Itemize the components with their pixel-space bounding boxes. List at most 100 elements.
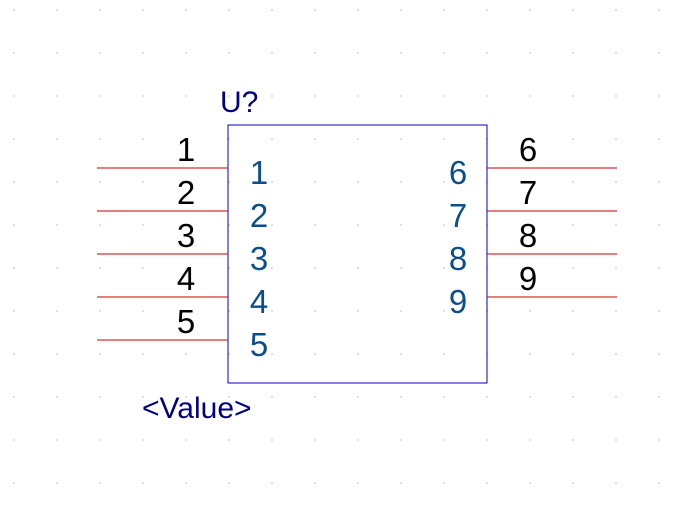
grid-dot [572,267,574,269]
grid-dot [486,9,488,11]
grid-dot [314,482,316,484]
grid-dot [99,439,101,441]
grid-dot [400,95,402,97]
grid-dot [357,52,359,54]
grid-dot [99,138,101,140]
grid-dots [13,9,660,484]
grid-dot [658,439,660,441]
grid-dot [443,181,445,183]
pin-3-number: 3 [177,217,195,254]
grid-dot [13,482,15,484]
grid-dot [486,52,488,54]
pin-6-number: 6 [519,131,537,168]
pin-8-number: 8 [519,217,537,254]
grid-dot [271,482,273,484]
grid-dot [13,9,15,11]
grid-dot [314,95,316,97]
grid-dot [99,181,101,183]
component-value[interactable]: <Value> [142,392,252,425]
grid-dot [658,95,660,97]
grid-dot [99,52,101,54]
pin-5[interactable]: 55 [97,303,268,363]
pin-9-number: 9 [519,260,537,297]
pin-4[interactable]: 44 [97,260,268,320]
pin-6-name: 6 [449,154,467,191]
grid-dot [228,396,230,398]
grid-dot [99,353,101,355]
grid-dot [443,95,445,97]
grid-dot [56,95,58,97]
grid-dot [400,310,402,312]
grid-dot [572,181,574,183]
grid-dot [658,396,660,398]
grid-dot [271,52,273,54]
pin-8[interactable]: 88 [449,217,617,277]
grid-dot [142,138,144,140]
grid-dot [185,267,187,269]
grid-dot [185,482,187,484]
grid-dot [185,138,187,140]
grid-dot [99,396,101,398]
grid-dot [658,267,660,269]
grid-dot [99,310,101,312]
grid-dot [228,9,230,11]
grid-dot [271,224,273,226]
grid-dot [142,95,144,97]
grid-dot [185,9,187,11]
grid-dot [13,310,15,312]
grid-dot [99,267,101,269]
pin-7[interactable]: 77 [449,174,617,234]
grid-dot [357,267,359,269]
grid-dot [185,95,187,97]
grid-dot [529,224,531,226]
grid-dot [400,52,402,54]
grid-dot [271,439,273,441]
grid-dot [314,138,316,140]
grid-dot [658,353,660,355]
grid-dot [572,396,574,398]
grid-dot [185,52,187,54]
grid-dot [615,52,617,54]
grid-dot [13,95,15,97]
pin-2[interactable]: 22 [97,174,268,234]
pin-1-name: 1 [250,154,268,191]
grid-dot [13,181,15,183]
grid-dot [99,95,101,97]
grid-dot [228,52,230,54]
grid-dot [357,181,359,183]
grid-dot [658,138,660,140]
grid-dot [314,52,316,54]
pin-9-name: 9 [449,283,467,320]
grid-dot [400,396,402,398]
grid-dot [142,224,144,226]
grid-dot [529,181,531,183]
grid-dot [529,9,531,11]
pin-8-name: 8 [449,240,467,277]
grid-dot [314,9,316,11]
pin-6[interactable]: 66 [449,131,617,191]
grid-dot [56,353,58,355]
grid-dot [271,9,273,11]
grid-dot [529,310,531,312]
grid-dot [529,353,531,355]
grid-dot [615,439,617,441]
grid-dot [56,439,58,441]
grid-dot [185,224,187,226]
grid-dot [529,138,531,140]
pin-1[interactable]: 11 [97,131,268,191]
grid-dot [142,482,144,484]
grid-dot [271,181,273,183]
grid-dot [13,396,15,398]
grid-dot [486,439,488,441]
component-designator[interactable]: U? [220,86,258,119]
pin-9[interactable]: 99 [449,260,617,320]
grid-dot [615,267,617,269]
grid-dot [486,482,488,484]
grid-dot [400,181,402,183]
grid-dot [529,95,531,97]
pin-3[interactable]: 33 [97,217,268,277]
grid-dot [228,95,230,97]
grid-dot [99,224,101,226]
